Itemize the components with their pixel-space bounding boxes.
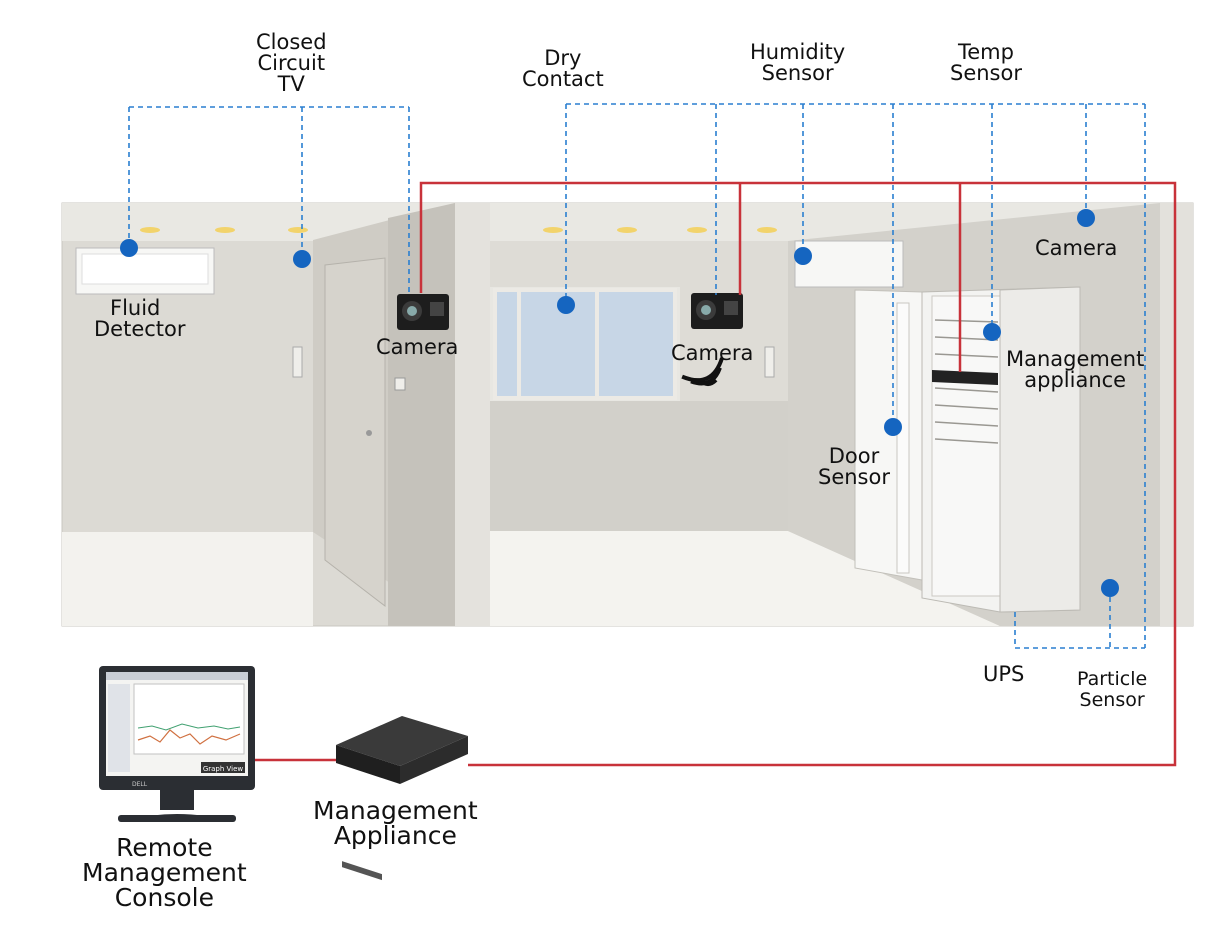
management-appliance-icon [336, 716, 468, 881]
sensor-links [128, 103, 1146, 649]
temp-sensor-dot [983, 323, 1001, 341]
fluid-detector-dot [120, 239, 138, 257]
humidity-sensor-dot [794, 247, 812, 265]
monitor-icon: Graph View DELL [99, 666, 255, 822]
camera-label-middle: Camera [671, 341, 754, 365]
monitor-screen-title: Graph View [203, 765, 244, 773]
cctv-dot [293, 250, 311, 268]
dry-contact-dot [557, 296, 575, 314]
ups-label: UPS [983, 662, 1025, 686]
camera-icon [397, 294, 449, 330]
particle-sensor-dot [1101, 579, 1119, 597]
camera-label-right: Camera [1035, 236, 1118, 260]
camera-right-dot [1077, 209, 1095, 227]
monitor-brand: DELL [132, 781, 148, 788]
camera-icon [691, 293, 743, 329]
sensor-dots [120, 209, 1119, 597]
wireless-signal-icon [681, 357, 724, 386]
network-cable [253, 181, 1177, 767]
camera-label-left: Camera [376, 335, 459, 359]
room-illustration [61, 202, 1194, 627]
door-sensor-dot [884, 418, 902, 436]
